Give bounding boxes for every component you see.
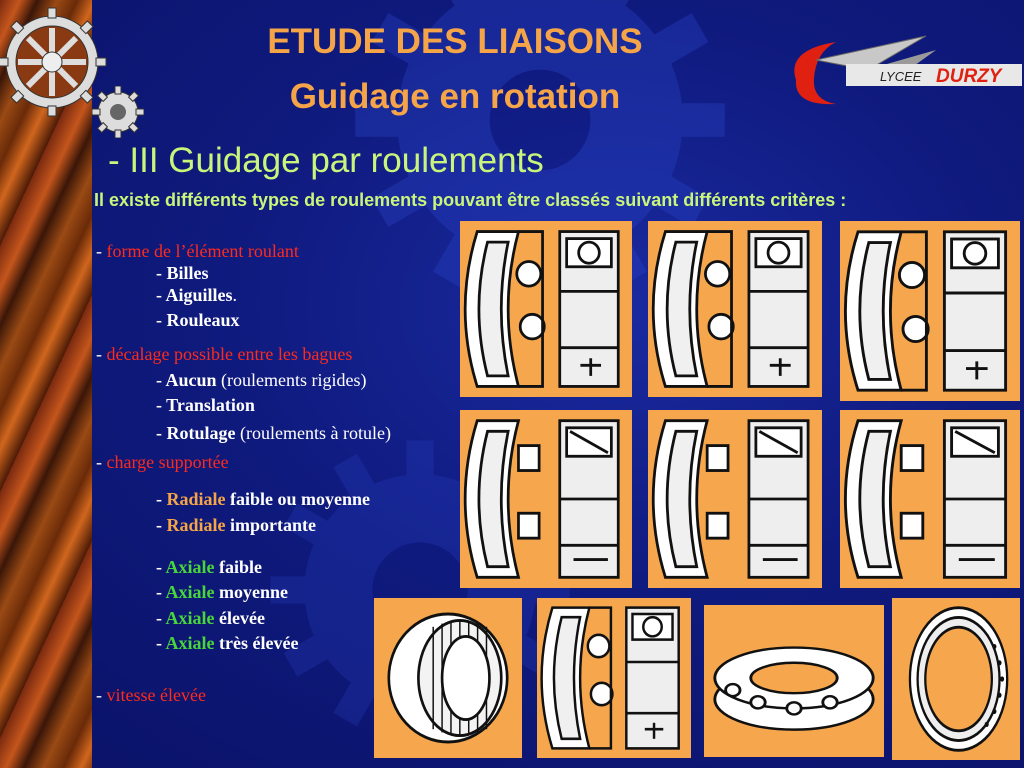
list-item: - Rouleaux [156, 310, 240, 330]
needle-bearing-icon [387, 612, 509, 744]
left-decorative-band [0, 0, 92, 768]
list-item: - Rotulage (roulements à rotule) [156, 423, 391, 443]
roller-bearing-icon [463, 419, 620, 579]
school-logo: LYCEE DURZY [776, 30, 1022, 110]
list-item: - Axiale faible [156, 557, 263, 577]
criterion-element: - forme de l’élément roulant [96, 241, 299, 261]
criterion-label: décalage possible entre les bagues [106, 344, 353, 364]
thrust-bearing-icon [713, 646, 875, 731]
list-item: - Aiguilles. [156, 285, 238, 305]
bearing-image-panel [892, 598, 1020, 760]
ball-bearing-icon [463, 230, 620, 388]
criterion-decalage: - décalage possible entre les bagues [96, 344, 353, 364]
ball-bearing-icon [651, 230, 810, 388]
logo-name: DURZY [936, 66, 1004, 87]
gear-icon [0, 7, 107, 117]
list-item: - Axiale élevée [156, 608, 265, 628]
bearing-image-panel [840, 410, 1020, 588]
spherical-roller-bearing-icon [843, 419, 1008, 579]
logo-prefix: LYCEE [880, 69, 922, 84]
list-item: - Axiale très élevée [156, 633, 299, 653]
small-gear-icon [92, 86, 144, 138]
slide-subtitle: Guidage en rotation [289, 77, 621, 116]
thin-section-bearing-icon [908, 606, 1009, 752]
bearing-image-panel [537, 598, 691, 758]
criterion-charge: - charge supportée [96, 452, 229, 472]
criterion-vitesse: - vitesse élevée [96, 685, 206, 705]
list-item: - Billes [156, 263, 209, 283]
criterion-label: vitesse élevée [106, 685, 206, 705]
section-intro: Il existe différents types de roulements… [94, 190, 847, 210]
bearing-image-panel [374, 598, 522, 758]
list-item: - Translation [156, 395, 255, 415]
bearing-image-panel [460, 410, 632, 588]
criterion-label: charge supportée [106, 452, 229, 472]
list-item: - Aucun (roulements rigides) [156, 370, 367, 390]
list-item: - Radiale faible ou moyenne [156, 489, 371, 509]
roller-bearing-icon [651, 419, 810, 579]
list-item: - Radiale importante [156, 515, 316, 535]
bearing-image-panel [648, 221, 822, 397]
bearing-image-panel [460, 221, 632, 397]
bearing-image-panel [648, 410, 822, 588]
bearing-image-panel [840, 221, 1020, 401]
list-item: - Axiale moyenne [156, 582, 289, 602]
self-aligning-bearing-icon [843, 230, 1008, 392]
bearing-image-panel [704, 605, 884, 757]
section-title: - III Guidage par roulements [108, 141, 544, 180]
slide-title: ETUDE DES LIAISONS [267, 22, 643, 61]
angular-contact-bearing-icon [540, 606, 680, 750]
criterion-label: forme de l’élément roulant [106, 241, 299, 261]
